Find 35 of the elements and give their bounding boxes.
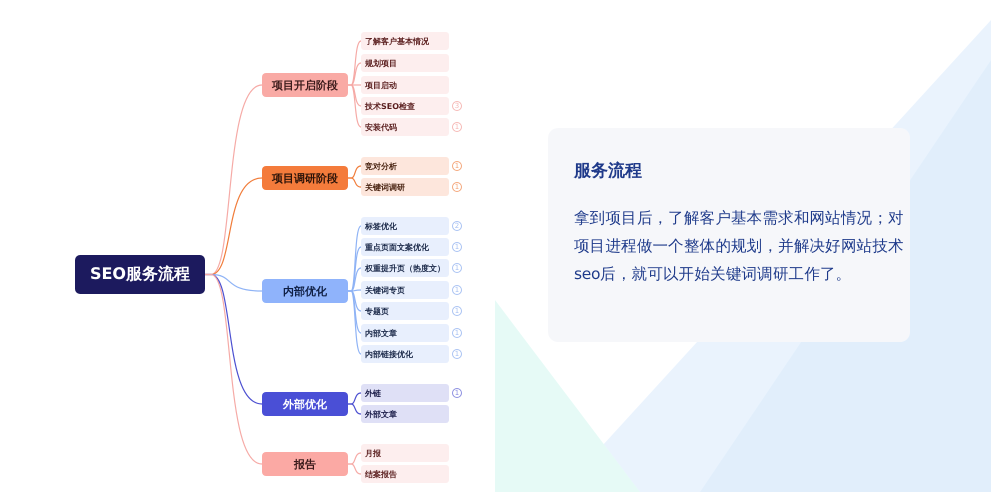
card-paragraph: 拿到项目后，了解客户基本需求和网站情况；对项目进程做一个整体的规划，并解决好网站技术seo后，就可以开始关键词调研工作了。 [574, 208, 904, 285]
branch-box: 项目调研阶段 [262, 166, 348, 190]
branch-box: 内部优化 [262, 279, 348, 303]
topic-box: 外链 [361, 384, 449, 402]
connector-line [348, 40, 362, 86]
topic-box: 外部文章 [361, 405, 449, 423]
connector-line [205, 274, 262, 465]
topic-box: 标签优化 [361, 217, 449, 235]
connector-line [348, 177, 362, 188]
connector-line [348, 246, 362, 292]
connector-line [348, 403, 362, 415]
connector-line [348, 463, 362, 475]
card-panel [548, 128, 910, 342]
connector-line [348, 84, 362, 128]
topic-box: 了解客户基本情况 [361, 32, 449, 50]
topic-box: 技术SEO检查 [361, 97, 449, 115]
topic-box: 结案报告 [361, 465, 449, 483]
topic-box: 月报 [361, 444, 449, 462]
branch-box: 外部优化 [262, 392, 348, 416]
connector-line [348, 290, 362, 354]
topic-box: 规划项目 [361, 54, 449, 72]
topic-box: 权重提升页（热度文） [361, 259, 449, 277]
branch-box: 项目开启阶段 [262, 73, 348, 97]
root-box: SEO服务流程 [75, 255, 205, 294]
topic-box: 内部链接优化 [361, 345, 449, 363]
topic-box: 关键词调研 [361, 178, 449, 196]
topic-box: 关键词专页 [361, 281, 449, 299]
topic-box: 内部文章 [361, 324, 449, 342]
topic-box: 安装代码 [361, 118, 449, 136]
branch-box: 报告 [262, 452, 348, 476]
topic-box: 重点页面文案优化 [361, 238, 449, 256]
topic-box: 项目启动 [361, 76, 449, 94]
card-title: 服务流程 [574, 160, 642, 182]
topic-box: 专题页 [361, 302, 449, 320]
topic-box: 竞对分析 [361, 157, 449, 175]
